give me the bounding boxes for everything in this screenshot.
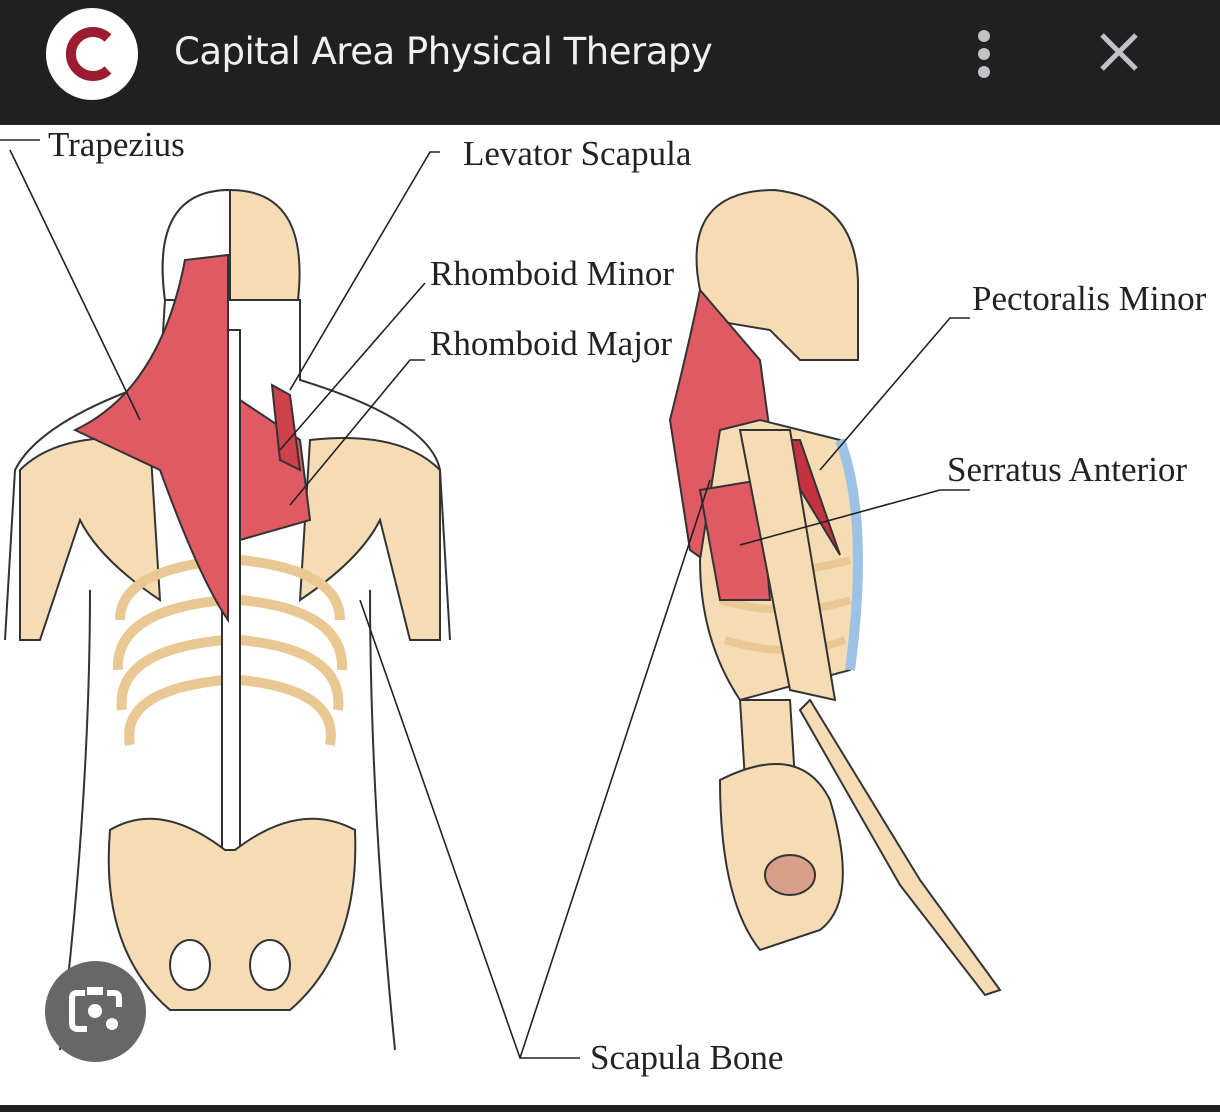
label-trapezius: Trapezius — [48, 125, 185, 164]
capital-logo-icon — [65, 27, 112, 81]
source-title[interactable]: Capital Area Physical Therapy — [174, 30, 713, 73]
anatomy-illustration — [0, 139, 1002, 1059]
google-lens-icon — [69, 987, 122, 1032]
top-bar: Capital Area Physical Therapy — [0, 0, 1220, 125]
label-scapula-bone: Scapula Bone — [590, 1038, 784, 1077]
label-levator-scapula: Levator Scapula — [463, 134, 692, 173]
label-rhomboid-minor: Rhomboid Minor — [430, 254, 675, 293]
close-button[interactable] — [1092, 25, 1146, 79]
anatomy-image: Trapezius Levator Scapula Rhomboid Minor… — [0, 125, 1220, 1105]
google-lens-button[interactable] — [45, 961, 146, 1062]
label-pectoralis-minor: Pectoralis Minor — [972, 279, 1207, 318]
more-vert-icon — [978, 30, 990, 42]
label-serratus-anterior: Serratus Anterior — [947, 450, 1188, 489]
source-logo[interactable] — [46, 8, 138, 100]
more-options-button[interactable] — [964, 24, 1004, 84]
bottom-bar — [0, 1105, 1220, 1112]
close-icon — [1100, 33, 1138, 71]
label-rhomboid-major: Rhomboid Major — [430, 324, 673, 363]
